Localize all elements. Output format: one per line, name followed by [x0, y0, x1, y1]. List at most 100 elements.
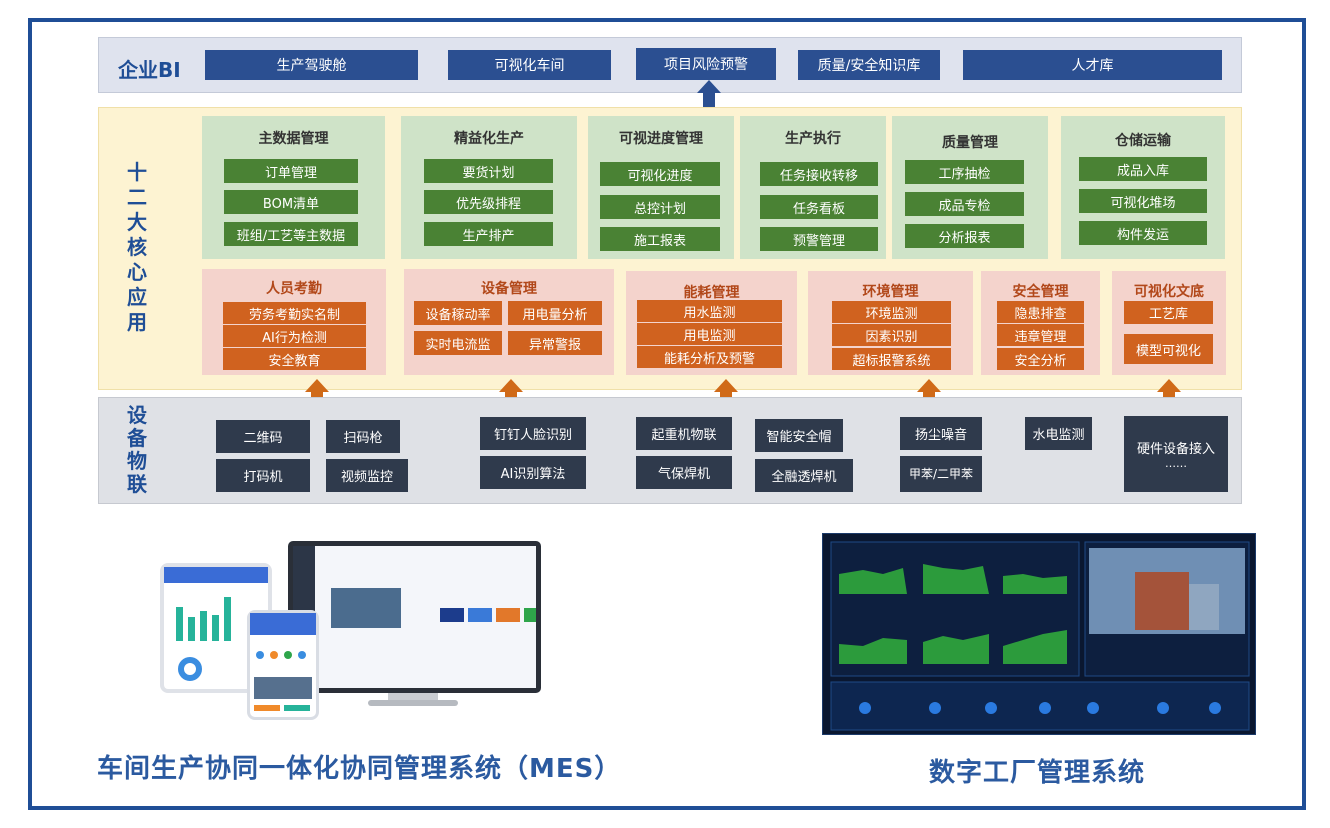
btn-safety-analysis[interactable]: 安全分析 — [997, 348, 1084, 370]
device-water-power[interactable]: 水电监测 — [1025, 417, 1092, 450]
bi-item-talent-pool[interactable]: 人才库 — [963, 50, 1222, 80]
phone-icon-3 — [284, 651, 292, 659]
phone-icon-1 — [256, 651, 264, 659]
btn-visual-progress[interactable]: 可视化进度 — [600, 162, 720, 186]
btn-production-schedule[interactable]: 生产排产 — [424, 222, 553, 246]
device-face-recognition[interactable]: 钉钉人脸识别 — [480, 417, 586, 450]
tablet-bar-2 — [188, 617, 195, 641]
caption-digital-factory: 数字工厂管理系统 — [929, 758, 1146, 788]
device-video-monitor[interactable]: 视频监控 — [326, 459, 408, 492]
btn-power-analysis[interactable]: 用电量分析 — [508, 301, 602, 325]
btn-energy-analysis[interactable]: 能耗分析及预警 — [637, 346, 782, 368]
bi-item-knowledge-base[interactable]: 质量/安全知识库 — [798, 50, 940, 80]
btn-component-shipping[interactable]: 构件发运 — [1079, 221, 1207, 245]
btn-product-inspection[interactable]: 成品专检 — [905, 192, 1024, 216]
caption-mes: 车间生产协同一体化协同管理系统（MES） — [97, 754, 622, 784]
core-side-title: 十二大核心应用 — [127, 160, 147, 334]
card-visual-culture-title: 可视化文底 — [1134, 284, 1204, 300]
monitor-tile-orange — [496, 608, 520, 622]
btn-safety-education[interactable]: 安全教育 — [223, 348, 366, 370]
card-equipment-mgmt-title: 设备管理 — [481, 281, 537, 297]
tablet-bar-1 — [176, 607, 183, 641]
btn-realname-attendance[interactable]: 劳务考勤实名制 — [223, 302, 366, 324]
btn-environment-monitor[interactable]: 环境监测 — [832, 301, 951, 323]
device-gas-welder[interactable]: 气保焊机 — [636, 456, 732, 489]
device-ai-algorithm[interactable]: AI识别算法 — [480, 456, 586, 489]
card-master-data-title: 主数据管理 — [258, 131, 329, 147]
btn-process-inspection[interactable]: 工序抽检 — [905, 160, 1024, 184]
device-scanner[interactable]: 扫码枪 — [326, 420, 400, 453]
card-safety-mgmt-title: 安全管理 — [1012, 284, 1069, 300]
btn-priority-schedule[interactable]: 优先级排程 — [424, 190, 553, 214]
phone-header — [250, 613, 316, 635]
tablet-donut — [178, 657, 202, 681]
card-energy-mgmt-title: 能耗管理 — [683, 285, 740, 301]
device-printer[interactable]: 打码机 — [216, 459, 310, 492]
btn-order-mgmt[interactable]: 订单管理 — [224, 159, 358, 183]
dashboard-graphic — [830, 541, 1250, 731]
btn-equipment-utilization[interactable]: 设备稼动率 — [414, 301, 502, 325]
card-lean-production-title: 精益化生产 — [454, 131, 524, 147]
btn-task-transfer[interactable]: 任务接收转移 — [760, 162, 878, 186]
btn-bom-list[interactable]: BOM清单 — [224, 190, 358, 214]
dashboard-mockup — [822, 533, 1256, 735]
btn-abnormal-alarm[interactable]: 异常警报 — [508, 331, 602, 355]
tablet-header — [164, 567, 268, 583]
device-hardware-access-label: 硬件设备接入 — [1136, 442, 1215, 457]
device-crane-iot[interactable]: 起重机物联 — [636, 417, 732, 450]
btn-violation-mgmt[interactable]: 违章管理 — [997, 324, 1084, 346]
device-smart-helmet[interactable]: 智能安全帽 — [755, 419, 843, 452]
card-attendance-title: 人员考勤 — [266, 281, 322, 297]
monitor-building-image — [331, 588, 401, 628]
btn-current-monitor[interactable]: 实时电流监 — [414, 331, 502, 355]
monitor-mockup — [288, 541, 541, 693]
card-warehouse-transport-title: 仓储运输 — [1115, 133, 1171, 149]
card-environment-mgmt-title: 环境管理 — [862, 284, 919, 300]
btn-hazard-check[interactable]: 隐患排查 — [997, 301, 1084, 323]
card-production-execution-title: 生产执行 — [785, 131, 841, 147]
card-progress-mgmt-title: 可视进度管理 — [619, 131, 703, 147]
bi-item-risk-warning[interactable]: 项目风险预警 — [636, 48, 776, 80]
iot-side-title: 设备物联 — [127, 403, 147, 496]
btn-overlimit-alarm[interactable]: 超标报警系统 — [832, 348, 951, 370]
monitor-base — [368, 700, 458, 706]
btn-water-monitor[interactable]: 用水监测 — [637, 300, 782, 322]
btn-process-library[interactable]: 工艺库 — [1124, 301, 1213, 324]
bi-item-cockpit[interactable]: 生产驾驶舱 — [205, 50, 418, 80]
btn-analysis-report[interactable]: 分析报表 — [905, 224, 1024, 248]
btn-ai-behavior-detect[interactable]: AI行为检测 — [223, 325, 366, 347]
tablet-bar-3 — [200, 611, 207, 641]
device-toluene-xylene[interactable]: 甲苯/二甲苯 — [900, 456, 982, 492]
btn-factor-identify[interactable]: 因素识别 — [832, 324, 951, 346]
btn-demand-plan[interactable]: 要货计划 — [424, 159, 553, 183]
monitor-stand — [388, 693, 438, 703]
card-quality-mgmt-title: 质量管理 — [942, 135, 998, 151]
device-hardware-access[interactable]: 硬件设备接入 …… — [1124, 416, 1228, 492]
btn-product-storage[interactable]: 成品入库 — [1079, 157, 1207, 181]
monitor-screen — [293, 546, 536, 688]
btn-visual-yard[interactable]: 可视化堆场 — [1079, 189, 1207, 213]
phone-tag-green — [284, 705, 310, 711]
monitor-tile-green — [524, 608, 536, 622]
btn-alert-mgmt[interactable]: 预警管理 — [760, 227, 878, 251]
phone-building-image — [254, 677, 312, 699]
phone-icon-2 — [270, 651, 278, 659]
monitor-tile-blue — [440, 608, 464, 622]
device-qrcode[interactable]: 二维码 — [216, 420, 310, 453]
btn-electric-monitor[interactable]: 用电监测 — [637, 323, 782, 345]
bi-title: 企业BI — [118, 58, 181, 82]
device-penetration-welder[interactable]: 全融透焊机 — [755, 459, 853, 492]
btn-team-master-data[interactable]: 班组/工艺等主数据 — [224, 222, 358, 246]
btn-master-plan[interactable]: 总控计划 — [600, 195, 720, 219]
device-hardware-more: …… — [1165, 457, 1187, 470]
btn-construction-report[interactable]: 施工报表 — [600, 227, 720, 251]
phone-icon-4 — [298, 651, 306, 659]
phone-tag-orange — [254, 705, 280, 711]
btn-task-board[interactable]: 任务看板 — [760, 195, 878, 219]
tablet-bar-5 — [224, 597, 231, 641]
tablet-bar-4 — [212, 615, 219, 641]
btn-model-visual[interactable]: 模型可视化 — [1124, 334, 1213, 364]
monitor-tile-lightblue — [468, 608, 492, 622]
bi-item-visual-workshop[interactable]: 可视化车间 — [448, 50, 611, 80]
device-dust-noise[interactable]: 扬尘噪音 — [900, 417, 982, 450]
